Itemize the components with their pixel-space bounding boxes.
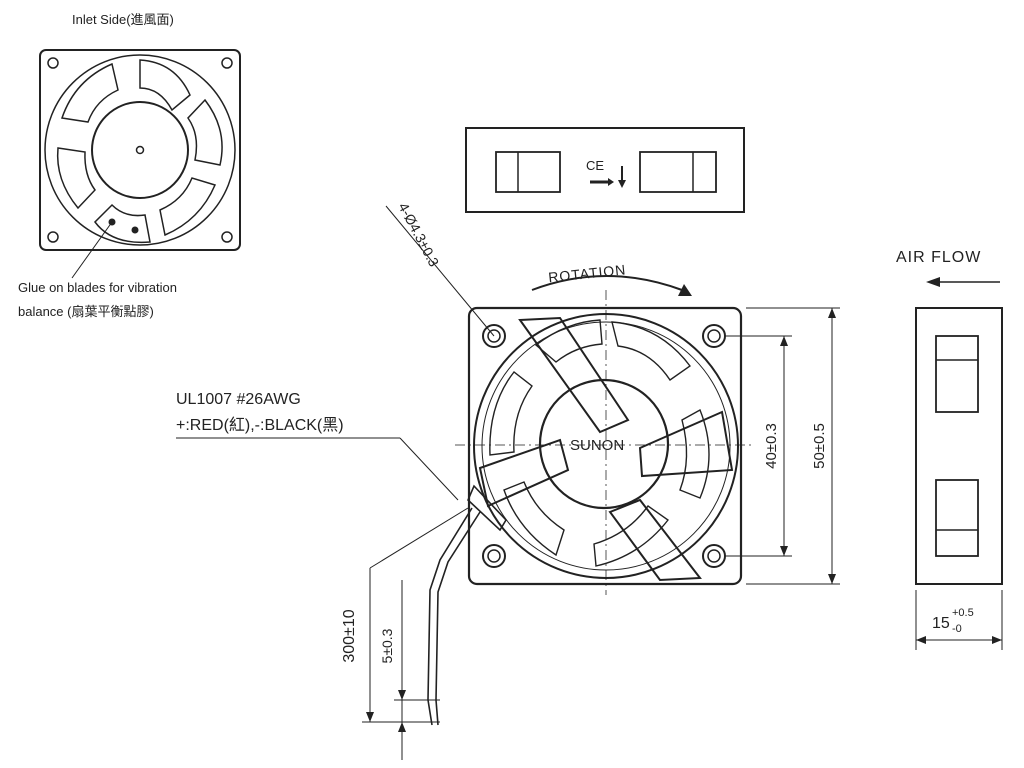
mount-hole-tr	[702, 324, 726, 348]
ce-mark: CE	[586, 158, 604, 173]
mount-hole-br	[702, 544, 726, 568]
mount-hole-label: 4-Ø4.3±0.3	[395, 200, 442, 269]
fan-blades	[489, 319, 710, 567]
inlet-blades	[56, 59, 223, 244]
side-window-top	[935, 335, 979, 413]
glue-leader	[71, 221, 113, 279]
mount-hole-tl	[482, 324, 506, 348]
dim-thickness-tol-minus: -0	[952, 623, 962, 635]
label-view: CE	[465, 127, 745, 213]
inlet-frame	[39, 49, 241, 251]
label-box-left	[495, 151, 561, 193]
fan-hub	[538, 378, 670, 510]
mount-hole-bl	[482, 544, 506, 568]
dim-lead-strip: 5±0.3	[379, 628, 395, 663]
wire-spec-line2: +:RED(紅),-:BLACK(黑)	[176, 416, 344, 434]
inlet-hole-br	[221, 231, 233, 243]
wire-spec-line1: UL1007 #26AWG	[176, 391, 301, 408]
wire-spec-leader	[399, 437, 459, 501]
dim-thickness-base: 15	[932, 615, 950, 632]
side-view: AIR FLOW 15 +0.5 -0	[896, 249, 1003, 650]
inlet-hole-tl	[47, 57, 59, 69]
main-front-view: SUNON ROTATION 4-Ø4.3±0.3 UL1007 #26AWG …	[176, 200, 755, 726]
inlet-hub	[91, 101, 189, 199]
dim-thickness-tol-plus: +0.5	[952, 607, 974, 619]
rotation-label: ROTATION	[547, 261, 627, 285]
dim-lead-length: 300±10	[341, 609, 358, 662]
side-frame	[915, 307, 1003, 585]
dimensions: 40±0.3 50±0.5 300±10 5±0.3	[341, 307, 840, 760]
inlet-side-title: Inlet Side(進風面)	[72, 12, 174, 27]
fan-ring	[473, 313, 739, 579]
inlet-ring	[44, 54, 236, 246]
label-frame	[465, 127, 745, 213]
hole-leader	[385, 205, 495, 337]
inlet-side-view: Inlet Side(進風面) Glue on blades for vibra…	[18, 12, 241, 319]
rotation-arrow	[531, 275, 683, 291]
brand-label: SUNON	[570, 437, 624, 454]
glue-note-line1: Glue on blades for vibration	[18, 280, 177, 295]
fan-ring-inner	[481, 321, 731, 571]
side-window-bottom	[935, 479, 979, 557]
support-struts	[478, 316, 734, 582]
fan-frame	[467, 306, 743, 586]
dim-frame-size: 50±0.5	[811, 423, 828, 469]
label-box-right	[639, 151, 717, 193]
inlet-hole-bl	[47, 231, 59, 243]
glue-dot-2	[131, 226, 139, 234]
glue-note-line2: balance (扇葉平衡點膠)	[18, 304, 154, 319]
inlet-shaft	[135, 145, 145, 155]
airflow-label: AIR FLOW	[896, 249, 981, 266]
lead-wires	[427, 484, 507, 726]
inlet-hole-tr	[221, 57, 233, 69]
dim-hole-spacing: 40±0.3	[763, 423, 780, 469]
